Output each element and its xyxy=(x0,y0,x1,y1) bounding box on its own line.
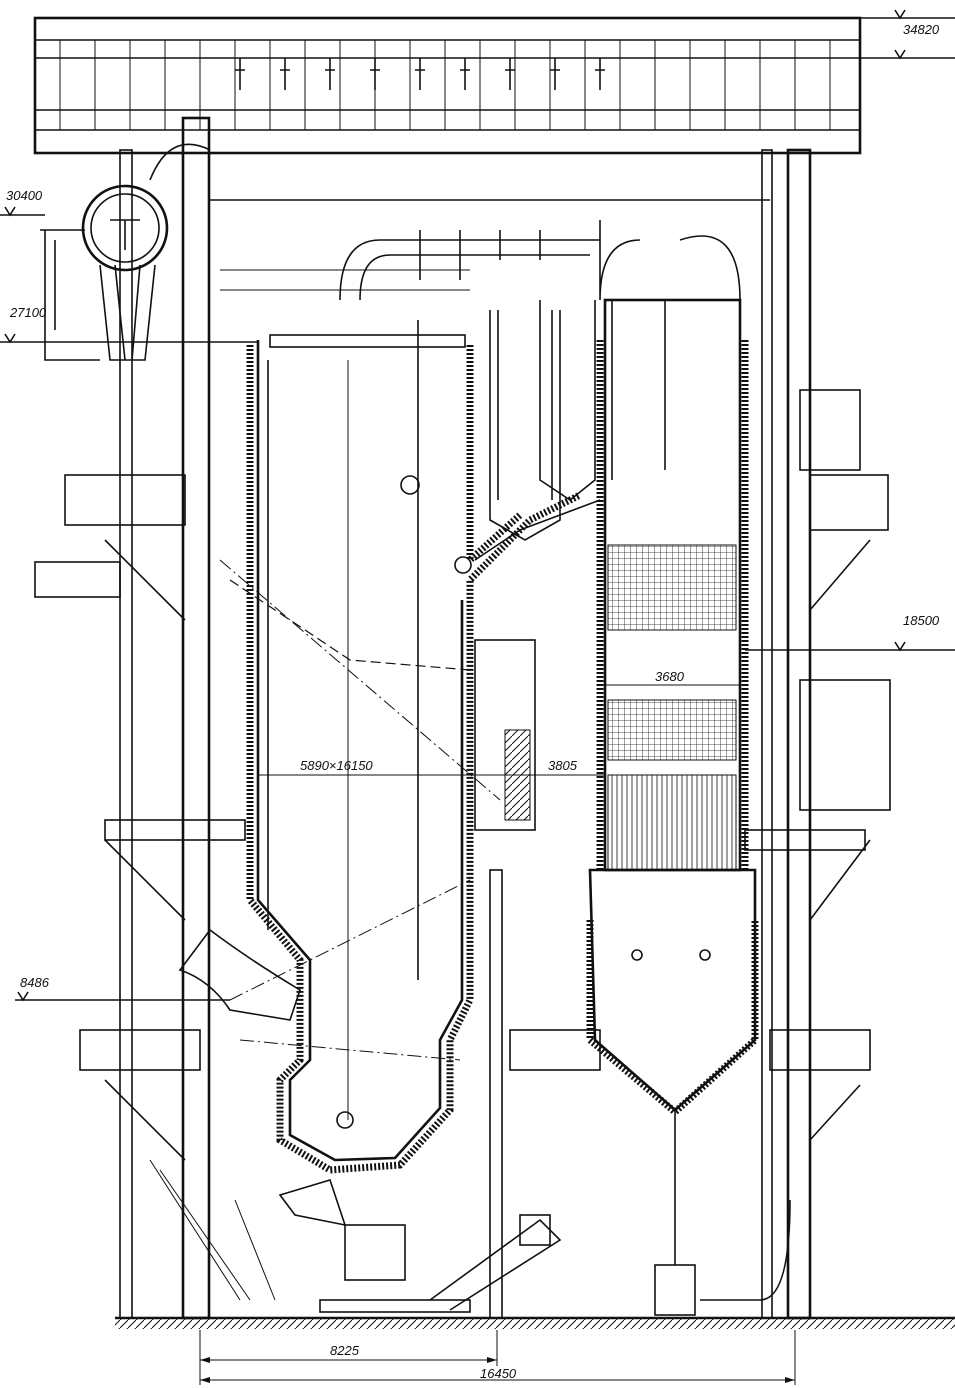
half-span-dimension: 8225 xyxy=(330,1343,360,1358)
hanger-rod xyxy=(235,58,245,90)
furnace xyxy=(178,320,582,1174)
ground-line xyxy=(115,1316,955,1329)
hanger-rod xyxy=(460,58,470,90)
furnace-section-dimension: 5890×16150 xyxy=(300,758,373,773)
roof-frame xyxy=(33,16,862,155)
elevation-18500: 18500 xyxy=(903,613,940,628)
gas-duct-dimension: 3805 xyxy=(548,758,578,773)
dimension-lines: 5890×16150 3805 3680 8225 16450 xyxy=(199,669,796,1385)
elevation-30400: 30400 xyxy=(6,188,43,203)
hanger-rod xyxy=(280,58,290,90)
hanger-rod xyxy=(505,58,515,90)
hanger-rod xyxy=(595,58,605,90)
full-span-dimension: 16450 xyxy=(480,1366,517,1381)
hanger-rod xyxy=(550,58,560,90)
convective-shaft xyxy=(586,298,791,1316)
elevation-34820: 34820 xyxy=(903,22,940,37)
platforms xyxy=(34,389,891,1301)
conv-shaft-dimension: 3680 xyxy=(655,669,685,684)
elevation-8486: 8486 xyxy=(20,975,50,990)
hanger-rod xyxy=(415,58,425,90)
elevation-marks: 34820 30400 27100 18500 8486 xyxy=(0,9,955,1002)
top-piping xyxy=(220,220,741,330)
hanger-rod xyxy=(325,58,335,90)
superheater-pendants xyxy=(474,300,666,831)
ash-removal-equipment xyxy=(278,1179,562,1313)
elevation-27100: 27100 xyxy=(9,305,47,320)
hanger-rod xyxy=(370,58,380,90)
steam-drum xyxy=(40,143,211,361)
